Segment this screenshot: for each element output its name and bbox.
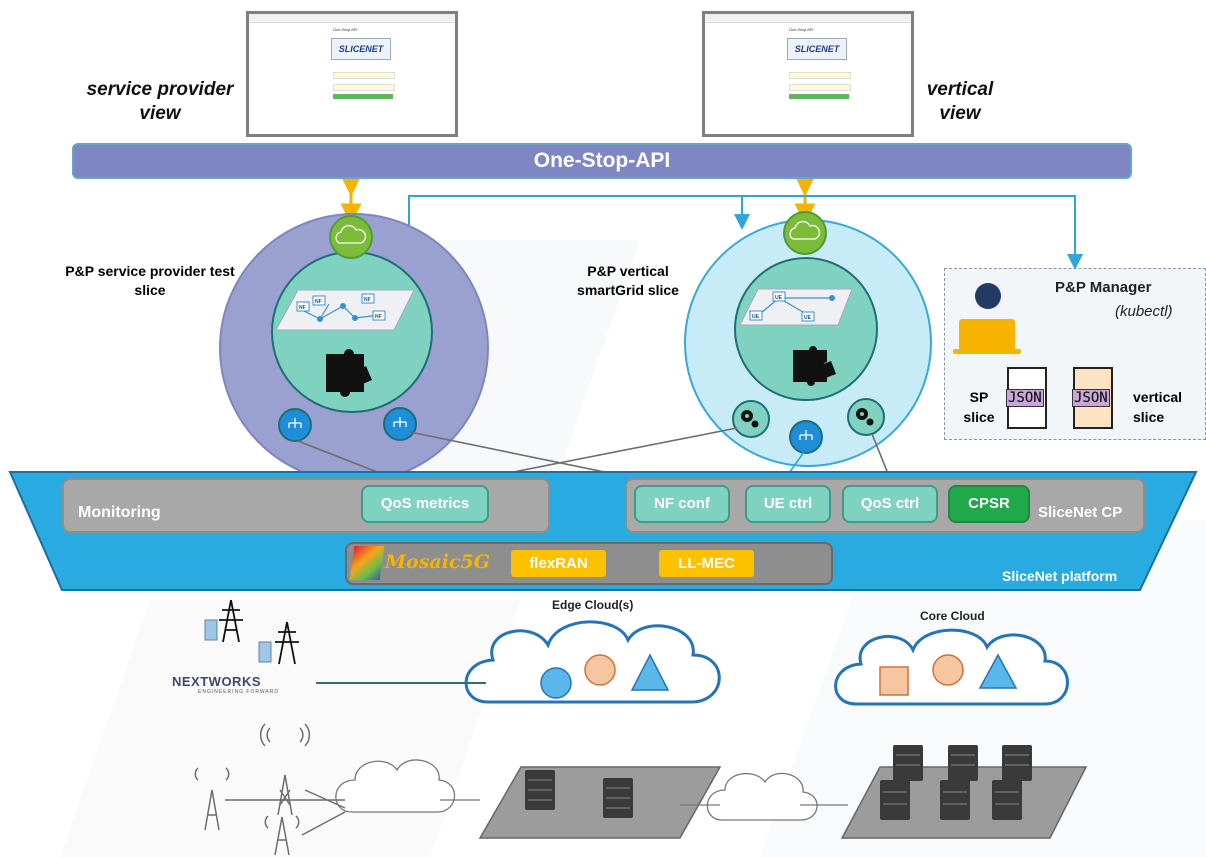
edge-datacenter	[478, 766, 722, 839]
vertical-slice-file-label: vertical slice	[1133, 389, 1183, 425]
ue-node-label: UE	[752, 314, 760, 320]
qos-ctrl-box: QoS ctrl	[842, 485, 938, 523]
api-blue-connectors	[408, 195, 1083, 270]
nf-node-label: NF	[364, 297, 371, 303]
slicenet-logo: SLICENET	[787, 38, 847, 60]
mosaic5g-logo-icon	[349, 546, 385, 580]
antenna-icon	[194, 723, 346, 856]
api-yellow-arrows	[340, 175, 816, 225]
monitoring-label: Monitoring	[78, 504, 161, 521]
manager-title: P&P Manager	[1055, 279, 1152, 296]
power-pylon-icon	[219, 599, 299, 665]
service-provider-view-label: service provider view	[86, 79, 234, 124]
sp-json-file-icon: JSON	[1006, 367, 1047, 429]
one-stop-api-bar: One-Stop-API	[72, 143, 1132, 179]
vertical-json-file-icon: JSON	[1072, 367, 1113, 429]
vertical-cloud-gear	[783, 211, 827, 255]
ue-node-label: UE	[775, 295, 783, 301]
partner-tagline: ENGINEERING FORWARD	[198, 689, 279, 695]
nf-conf-box: NF conf	[634, 485, 730, 523]
manager-subtitle: (kubectl)	[1115, 303, 1173, 320]
llmec-box: LL-MEC	[659, 550, 754, 577]
vertical-view-label: vertical view	[926, 79, 994, 124]
ue-ctrl-box: UE ctrl	[745, 485, 831, 523]
service-provider-screen: One-Stop API SLICENET	[246, 11, 458, 137]
core-cloud-label: Core Cloud	[920, 609, 985, 623]
sp-cloud-gear	[329, 215, 373, 259]
nf-node-label: NF	[375, 314, 382, 320]
vertical-screen: One-Stop API SLICENET	[702, 11, 914, 137]
laptop-icon	[959, 319, 1015, 351]
json-label: JSON	[1072, 389, 1110, 407]
json-label: JSON	[1006, 389, 1044, 407]
nextworks-logo: NEXTWORKS ENGINEERING FORWARD	[172, 674, 292, 695]
cpsr-box: CPSR	[948, 485, 1030, 523]
sp-slice-label: P&P service provider test slice	[65, 263, 235, 298]
puzzle-icon	[326, 346, 836, 397]
network-icon	[288, 417, 813, 440]
edge-cloud-label: Edge Cloud(s)	[552, 598, 634, 612]
slicenet-cp-label: SliceNet CP	[1038, 504, 1123, 521]
qos-metrics-box: QoS metrics	[361, 485, 489, 523]
flexran-box: flexRAN	[511, 550, 606, 577]
user-icon	[975, 283, 1001, 309]
slicenet-logo: SLICENET	[331, 38, 391, 60]
wan-cloud	[335, 759, 818, 821]
mosaic5g-label: Mosaic5G	[385, 551, 490, 573]
pp-manager-panel: P&P Manager (kubectl) JSON JSON SP slice…	[944, 268, 1206, 440]
slicenet-platform-label: SliceNet platform	[1002, 568, 1118, 584]
partner-name: NEXTWORKS	[172, 674, 261, 689]
screen-title: One-Stop API	[333, 27, 358, 32]
screen-title: One-Stop API	[789, 27, 814, 32]
ue-node-label: UE	[804, 315, 812, 321]
nf-node-label: NF	[315, 299, 322, 305]
vertical-slice-label: P&P vertical smartGrid slice	[577, 263, 679, 298]
sp-slice-file-label: SP slice	[963, 389, 995, 425]
nf-node-label: NF	[299, 305, 306, 311]
